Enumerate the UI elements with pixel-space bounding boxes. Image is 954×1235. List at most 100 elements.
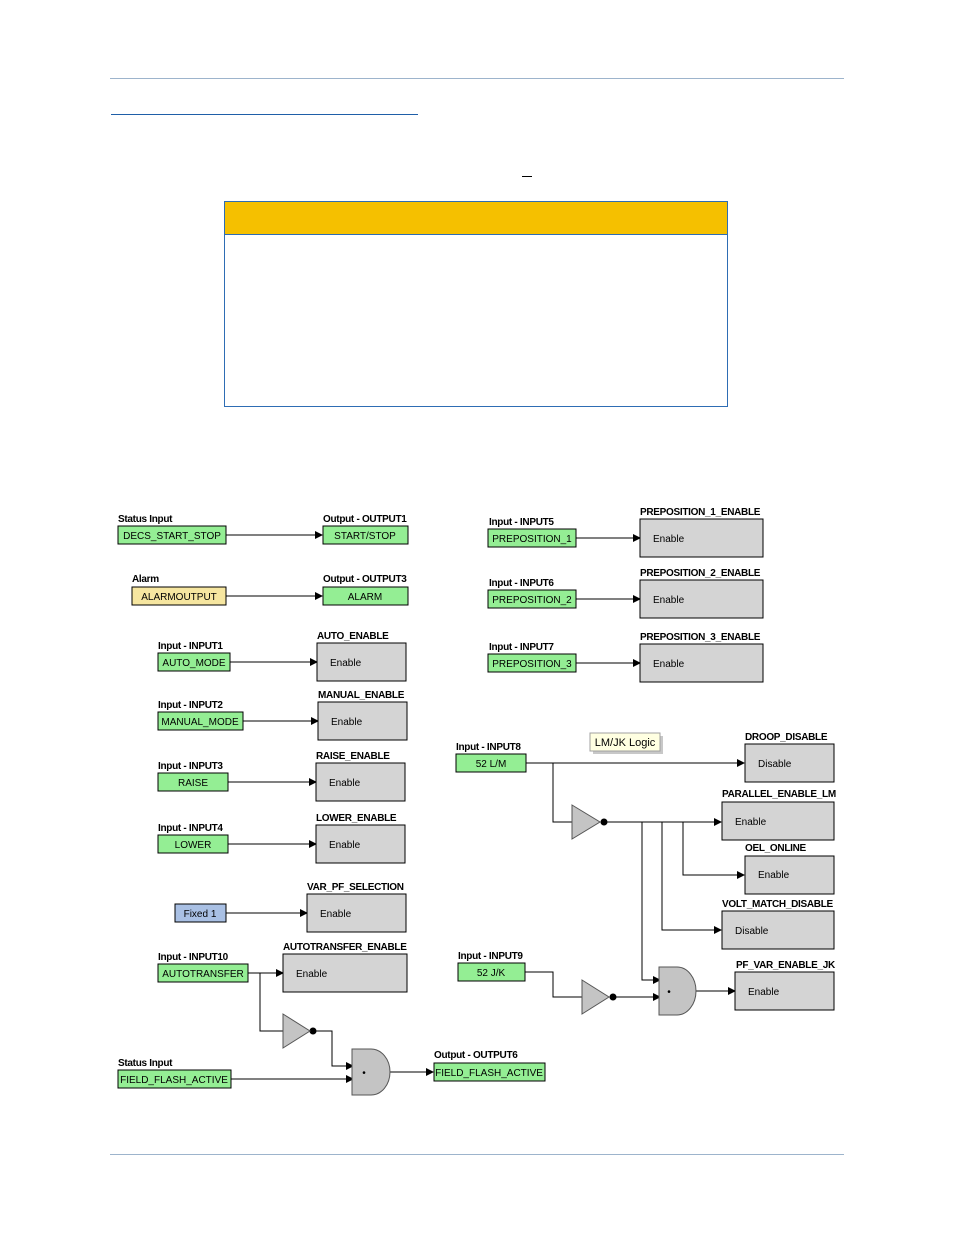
input-label: Input - INPUT2 (158, 700, 223, 711)
input-label: Input - INPUT7 (489, 642, 554, 653)
function-port: Enable (653, 659, 685, 670)
function-label: DROOP_DISABLE (745, 732, 828, 743)
wire-oel (682, 822, 745, 879)
input-box (157, 772, 229, 792)
input-box (487, 528, 577, 548)
input-text: PREPOSITION_2 (492, 595, 572, 606)
input-block-decs-start-stop[interactable]: Status Input DECS_START_STOP (117, 514, 227, 545)
junctions (309, 818, 617, 1035)
input-block-input9[interactable]: Input - INPUT9 52 J/K (457, 951, 526, 982)
junction-dot (609, 993, 617, 1001)
output-box (322, 586, 409, 606)
function-block-raise-enable[interactable]: RAISE_ENABLE Enable (315, 751, 406, 802)
input-box (117, 525, 227, 545)
output-block-output1[interactable]: Output - OUTPUT1 START/STOP (322, 514, 409, 545)
function-block-droop-disable[interactable]: DROOP_DISABLE Disable (744, 732, 835, 783)
output-label: Output - OUTPUT6 (434, 1050, 518, 1061)
function-box (744, 855, 835, 895)
function-label: LOWER_ENABLE (316, 813, 397, 824)
input-text: 52 L/M (476, 759, 507, 770)
wires (226, 531, 745, 1083)
output-block-output3[interactable]: Output - OUTPUT3 ALARM (322, 574, 409, 606)
input-block-input7[interactable]: Input - INPUT7 PREPOSITION_3 (487, 642, 577, 673)
function-block-lower-enable[interactable]: LOWER_ENABLE Enable (315, 813, 406, 864)
function-box (639, 518, 764, 558)
function-box (316, 642, 407, 682)
input-text: 52 J/K (477, 968, 506, 979)
header-rule (110, 78, 844, 79)
input-box (487, 653, 577, 673)
input-label: Input - INPUT9 (458, 951, 523, 962)
input-block-input6[interactable]: Input - INPUT6 PREPOSITION_2 (487, 578, 577, 609)
output-block-output6[interactable]: Output - OUTPUT6 FIELD_FLASH_ACTIVE (433, 1050, 546, 1082)
function-port: Disable (735, 926, 769, 937)
input-block-field-flash[interactable]: Status Input FIELD_FLASH_ACTIVE (117, 1058, 232, 1089)
function-block-preposition-1[interactable]: PREPOSITION_1_ENABLE Enable (639, 507, 764, 558)
function-box (744, 743, 835, 783)
input-box (157, 652, 231, 672)
header-link-underline (111, 114, 418, 115)
function-box (734, 971, 835, 1011)
function-port: Enable (320, 909, 352, 920)
input-block-alarm[interactable]: Alarm ALARMOUTPUT (131, 574, 227, 606)
function-block-auto-enable[interactable]: AUTO_ENABLE Enable (316, 631, 407, 682)
function-block-var-pf-selection[interactable]: VAR_PF_SELECTION Enable (306, 882, 407, 933)
function-block-oel-online[interactable]: OEL_ONLINE Enable (744, 843, 835, 895)
input-block-input1[interactable]: Input - INPUT1 AUTO_MODE (157, 641, 231, 672)
function-box (317, 701, 408, 741)
input-block-fixed[interactable]: Fixed 1 (174, 903, 227, 923)
function-port: Enable (748, 987, 780, 998)
input-block-input2[interactable]: Input - INPUT2 MANUAL_MODE (157, 700, 244, 731)
output-text: START/STOP (334, 531, 396, 542)
function-port: Enable (296, 969, 328, 980)
function-block-autotransfer-enable[interactable]: AUTOTRANSFER_ENABLE Enable (282, 942, 408, 993)
lm-jk-logic-comment[interactable]: LM/JK Logic (589, 732, 663, 754)
function-port: Enable (330, 658, 362, 669)
function-block-manual-enable[interactable]: MANUAL_ENABLE Enable (317, 690, 408, 741)
input-block-input3[interactable]: Input - INPUT3 RAISE (157, 761, 229, 792)
caution-box-header (225, 202, 727, 235)
and-gate-jk[interactable] (658, 966, 697, 1016)
and-gate-jk-symbol: • (667, 987, 671, 998)
not-gate-ff[interactable] (282, 1013, 311, 1049)
not-gate-jk[interactable] (581, 979, 610, 1015)
function-block-preposition-3[interactable]: PREPOSITION_3_ENABLE Enable (639, 632, 764, 683)
function-port: Enable (653, 534, 685, 545)
input-block-input8[interactable]: Input - INPUT8 52 L/M (455, 742, 527, 773)
function-box (639, 643, 764, 683)
input-block-input5[interactable]: Input - INPUT5 PREPOSITION_1 (487, 517, 577, 548)
input-block-input10[interactable]: Input - INPUT10 AUTOTRANSFER (157, 952, 249, 983)
function-block-volt-match-disable[interactable]: VOLT_MATCH_DISABLE Disable (721, 899, 835, 950)
function-label: PARALLEL_ENABLE_LM (722, 789, 836, 800)
function-box (315, 762, 406, 802)
wire-52jk-to-inv (525, 971, 582, 998)
caution-box (224, 201, 728, 407)
function-port: Enable (329, 778, 361, 789)
function-label: OEL_ONLINE (745, 843, 807, 854)
function-box (639, 579, 764, 619)
input-box (487, 589, 577, 609)
function-box (282, 953, 408, 993)
function-port: Disable (758, 759, 792, 770)
function-box (721, 910, 835, 950)
function-box (315, 824, 406, 864)
function-block-pf-var-enable-jk[interactable]: PF_VAR_ENABLE_JK Enable (734, 960, 836, 1011)
function-label: AUTOTRANSFER_ENABLE (283, 942, 407, 953)
not-gate-lm[interactable] (571, 804, 601, 840)
input-label: Input - INPUT10 (158, 952, 229, 963)
function-block-parallel-enable-lm[interactable]: PARALLEL_ENABLE_LM Enable (721, 789, 836, 841)
input-text: AUTOTRANSFER (162, 969, 244, 980)
input-block-input4[interactable]: Input - INPUT4 LOWER (157, 823, 229, 854)
input-text: Fixed 1 (184, 909, 217, 920)
input-label: Input - INPUT8 (456, 742, 521, 753)
function-block-preposition-2[interactable]: PREPOSITION_2_ENABLE Enable (639, 568, 764, 619)
and-gate-ff[interactable] (351, 1048, 391, 1096)
function-label: PREPOSITION_1_ENABLE (640, 507, 761, 518)
input-text: ALARMOUTPUT (141, 592, 217, 603)
function-port: Enable (758, 870, 790, 881)
function-label: VAR_PF_SELECTION (307, 882, 404, 893)
and-gates (351, 966, 697, 1096)
junction-dot (309, 1027, 317, 1035)
output-label: Output - OUTPUT1 (323, 514, 407, 525)
